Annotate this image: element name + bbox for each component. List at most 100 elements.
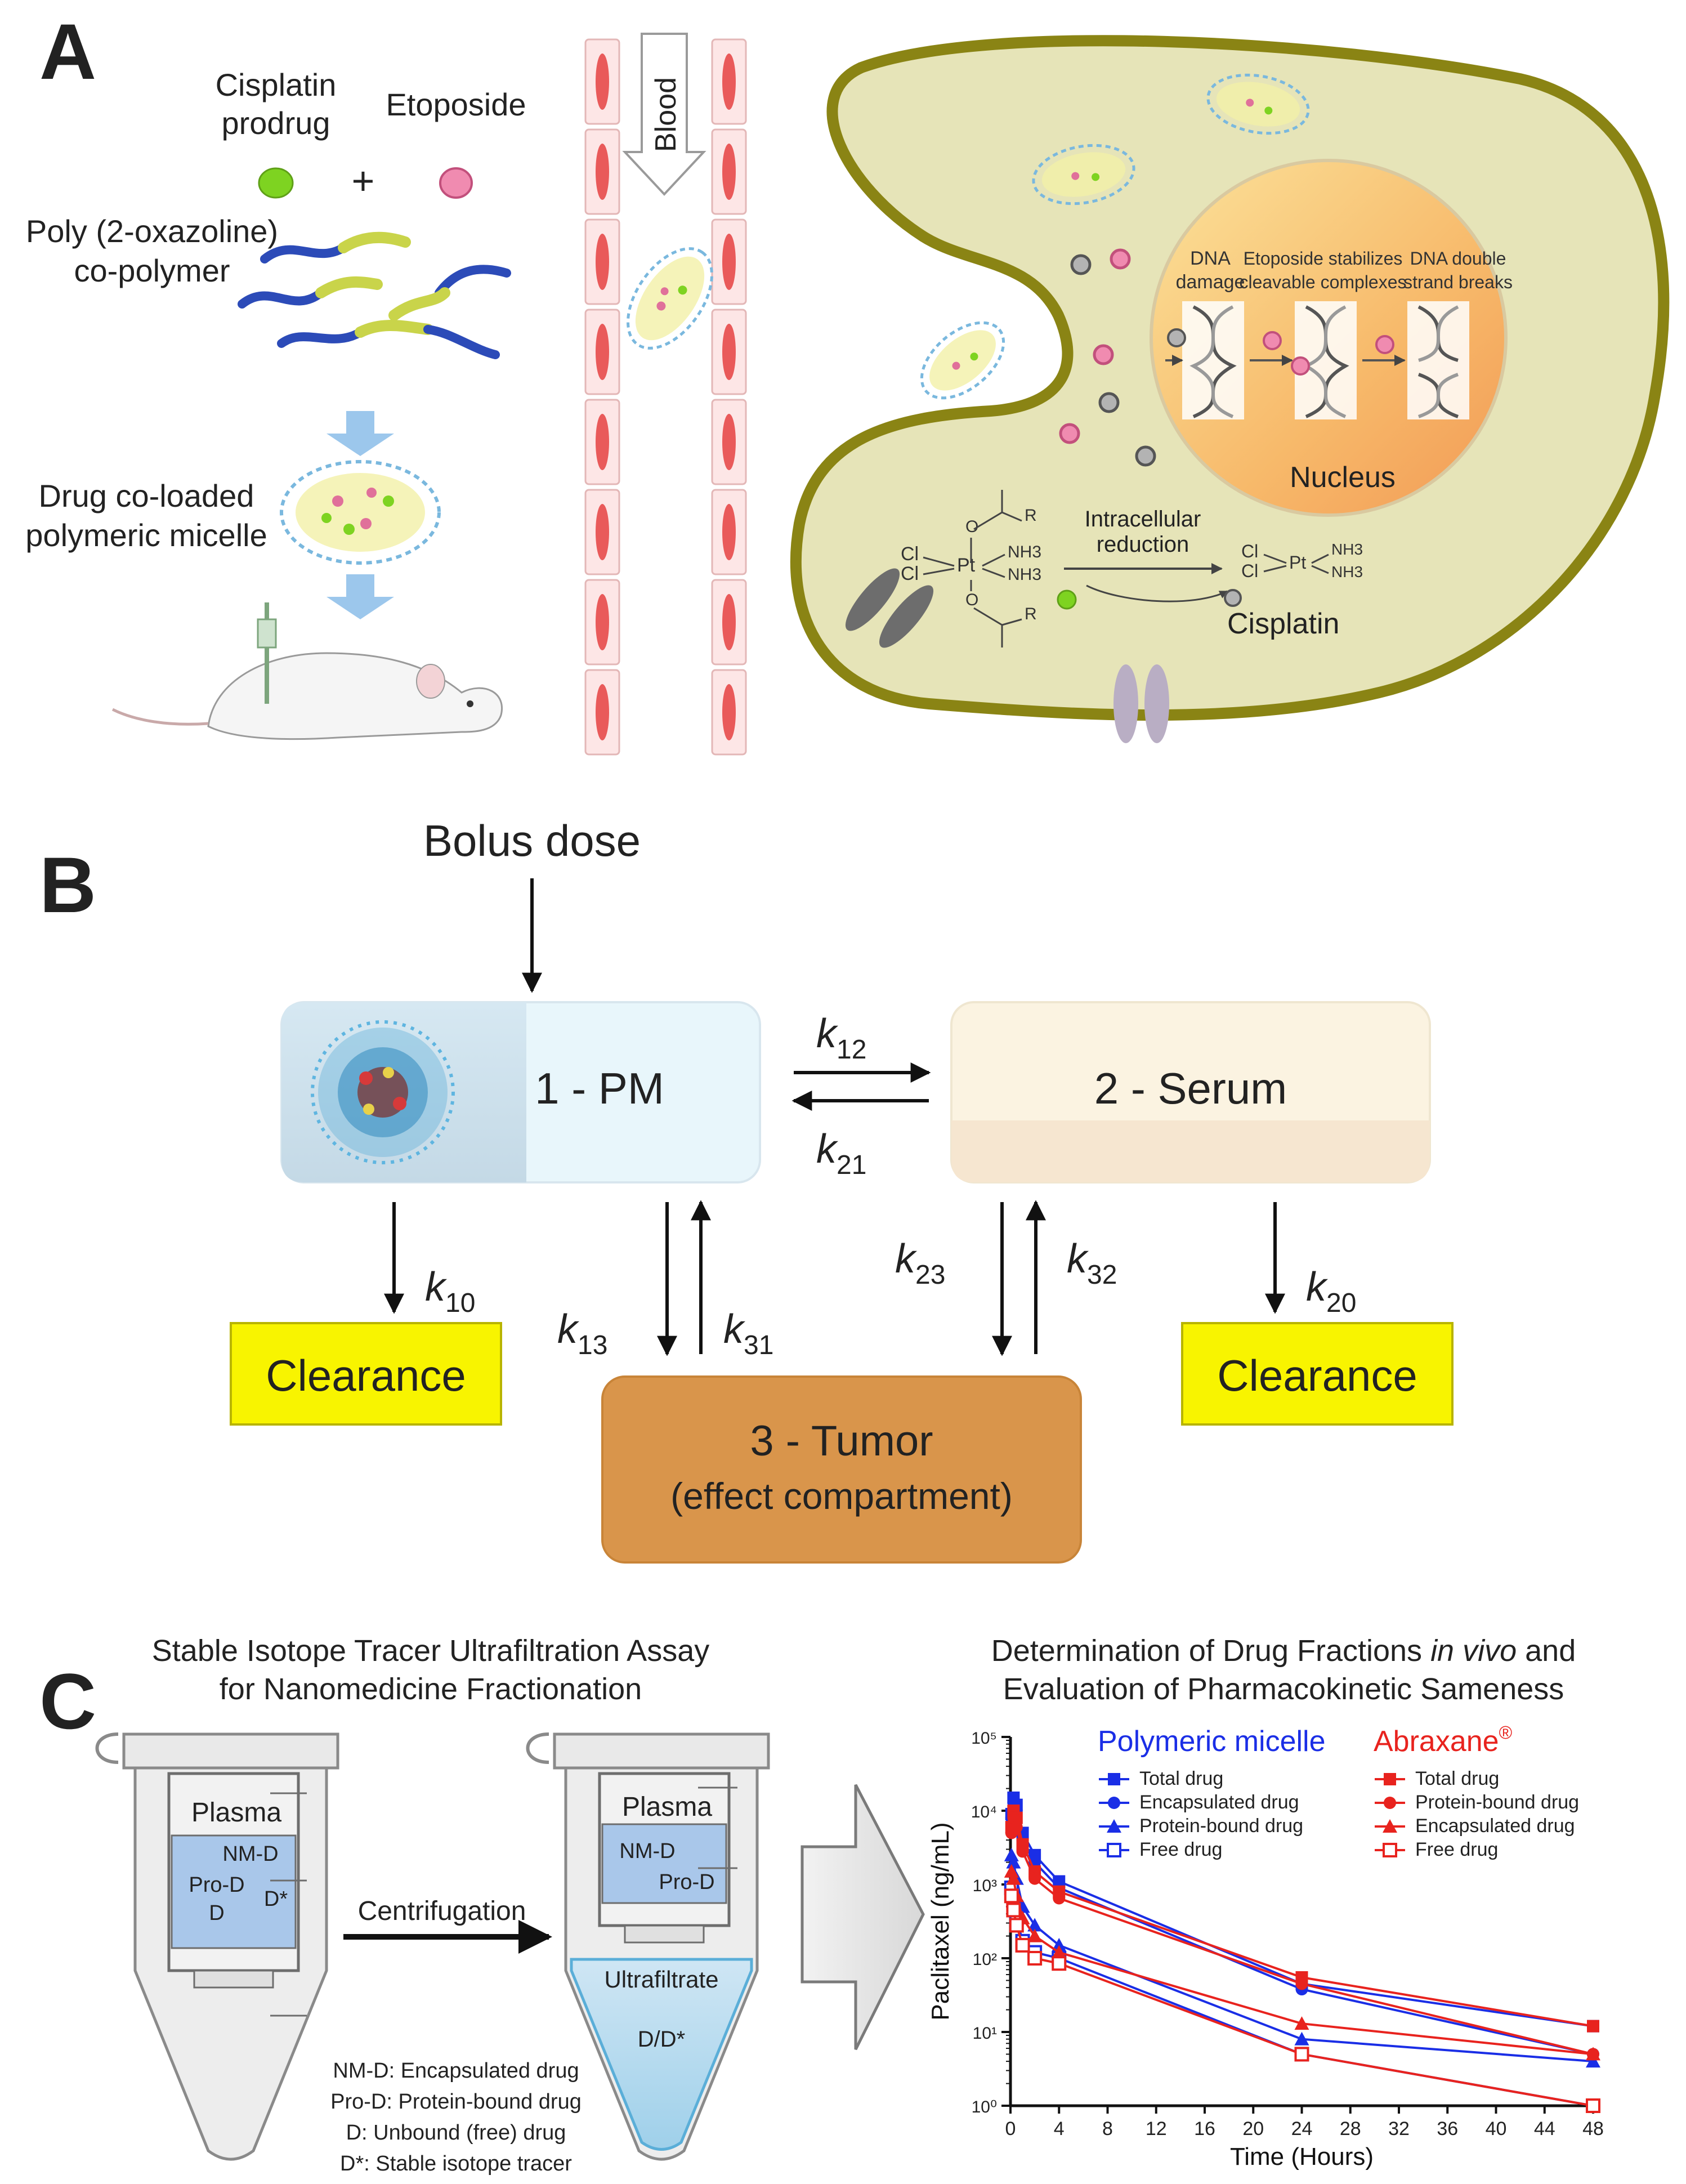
chem-r-1: R — [1025, 506, 1037, 525]
cisplatin-molecule-dot-icon — [1224, 589, 1242, 607]
copolymer-label-1: Poly (2-oxazoline) — [26, 213, 278, 249]
legend-marker-1-3 — [1383, 1843, 1397, 1857]
y-tick-label-4: 10⁴ — [971, 1803, 997, 1821]
chem-cl-1: Cl — [901, 543, 919, 565]
chem-nh3-a: NH3 — [1008, 543, 1041, 561]
legend-group-title-0: Polymeric micelle — [1098, 1725, 1326, 1758]
registered-mark: ® — [1499, 1722, 1513, 1743]
centrifugation-label: Centrifugation — [358, 1896, 526, 1926]
panel-a-letter: A — [39, 7, 96, 96]
data-point-7-0 — [1004, 1888, 1019, 1904]
legend-marker-0-1 — [1108, 1797, 1120, 1809]
series-line-7 — [1010, 1896, 1594, 2107]
tube-after-centrifugation — [526, 1732, 770, 2161]
micelle-in-cell-icon-1 — [1032, 144, 1135, 206]
data-point-7-3 — [1015, 1937, 1030, 1953]
k12-label: k12 — [816, 1011, 866, 1065]
data-point-7-1 — [1006, 1902, 1021, 1918]
transporter-icon-4 — [1144, 664, 1169, 743]
prod-label-1: Pro-D — [189, 1873, 244, 1897]
panel-b-letter: B — [39, 841, 96, 929]
plasma-label-2: Plasma — [622, 1792, 712, 1822]
dna-strand-icon-1 — [1182, 301, 1244, 419]
x-tick-label-3: 12 — [1146, 2118, 1167, 2140]
x-tick-label-12: 48 — [1582, 2118, 1604, 2140]
micelle-in-blood-icon — [627, 247, 713, 350]
panel-c: C Stable Isotope Tracer Ultrafiltration … — [39, 1634, 1604, 2176]
reduction-label-2: reduction — [1097, 532, 1189, 557]
micelle-icon — [280, 460, 441, 565]
data-point-2-4 — [1027, 1918, 1043, 1932]
x-tick-label-0: 0 — [1005, 2118, 1016, 2140]
k13-label: k13 — [557, 1307, 607, 1360]
y-tick-label-3: 10³ — [973, 1877, 997, 1895]
cisplatin-nh3-b: NH3 — [1331, 563, 1363, 580]
chem-nh3-b: NH3 — [1008, 565, 1041, 584]
transporter-icon-2 — [879, 585, 934, 648]
k32-label: k32 — [1067, 1236, 1117, 1290]
micelle-in-cell-icon-2 — [1206, 73, 1310, 135]
k23-label: k23 — [895, 1236, 945, 1290]
transporter-icon-3 — [1113, 664, 1138, 743]
nucleus-label: Nucleus — [1290, 461, 1396, 494]
right-title-2: Evaluation of Pharmacokinetic Sameness — [1003, 1672, 1564, 1706]
nmd-label-2: NM-D — [619, 1839, 675, 1863]
data-point-7-2 — [1009, 1918, 1024, 1933]
legend-item-1-2: Encapsulated drug — [1415, 1815, 1575, 1837]
data-point-6-1 — [1006, 1871, 1021, 1885]
x-tick-label-10: 40 — [1486, 2118, 1507, 2140]
legend-marker-0-3 — [1107, 1843, 1121, 1857]
micelle-label-1: Drug co-loaded — [39, 478, 254, 513]
blood-vessel-wall-right — [711, 38, 747, 756]
data-point-2-6 — [1294, 2031, 1309, 2045]
data-point-5-4 — [1028, 1872, 1041, 1885]
dsb-label-2: strand breaks — [1403, 272, 1513, 292]
y-tick-label-2: 10² — [973, 1950, 997, 1969]
dna-damage-label-1: DNA — [1190, 248, 1231, 269]
free-drug-molecules — [1059, 248, 1156, 467]
series-line-2 — [1010, 1855, 1594, 2063]
etoposide-label: Etoposide — [386, 87, 526, 122]
prod-label-2: Pro-D — [659, 1870, 714, 1894]
etoposide-stabilizes-label-2: cleavable complexes — [1239, 272, 1406, 292]
chem-r-2: R — [1025, 605, 1037, 623]
chem-pt: Pt — [957, 555, 976, 576]
data-point-7-6 — [1294, 2047, 1309, 2062]
k20-label: k20 — [1306, 1265, 1356, 1318]
chem-o-2: O — [965, 591, 978, 609]
blood-label: Blood — [650, 77, 682, 152]
data-point-6-6 — [1294, 2016, 1309, 2030]
data-point-6-5 — [1052, 1945, 1067, 1959]
data-point-5-5 — [1053, 1892, 1066, 1905]
data-point-5-3 — [1016, 1845, 1029, 1858]
chem-cl-2: Cl — [901, 563, 919, 584]
series-line-1 — [1010, 1802, 1594, 2056]
transporter-icon-1 — [845, 568, 900, 631]
x-tick-label-6: 24 — [1291, 2118, 1313, 2140]
clearance-label-right: Clearance — [1217, 1351, 1417, 1400]
micelle-label-2: polymeric micelle — [25, 517, 267, 553]
pm-micelle-icon — [311, 1020, 455, 1164]
clearance-label-left: Clearance — [266, 1351, 466, 1400]
released-prodrug-dot-icon — [1057, 589, 1077, 610]
data-point-7-5 — [1052, 1956, 1067, 1971]
y-tick-label-5: 10⁵ — [971, 1729, 997, 1748]
legend-item-0-3: Free drug — [1139, 1839, 1222, 1860]
data-point-7-7 — [1586, 2098, 1600, 2113]
copolymer-label-2: co-polymer — [74, 253, 230, 288]
cisplatin-prodrug-label-2: prodrug — [221, 105, 330, 141]
etoposide-dot-icon — [439, 167, 473, 199]
cisplatin-cl-1: Cl — [1241, 541, 1258, 561]
data-point-2-7 — [1586, 2054, 1600, 2068]
x-tick-label-5: 20 — [1242, 2118, 1264, 2140]
legend-item-0-0: Total drug — [1139, 1768, 1223, 1789]
clearance-box-left — [230, 1322, 502, 1426]
etoposide-molecule-in-nucleus-1 — [1263, 331, 1282, 350]
serum-label: 2 - Serum — [1094, 1064, 1287, 1113]
k10-label: k10 — [425, 1265, 475, 1318]
x-tick-label-4: 16 — [1194, 2118, 1215, 2140]
panel-c-letter: C — [39, 1657, 96, 1745]
data-point-4-7 — [1587, 2020, 1599, 2033]
series-line-3 — [1010, 1887, 1594, 2107]
